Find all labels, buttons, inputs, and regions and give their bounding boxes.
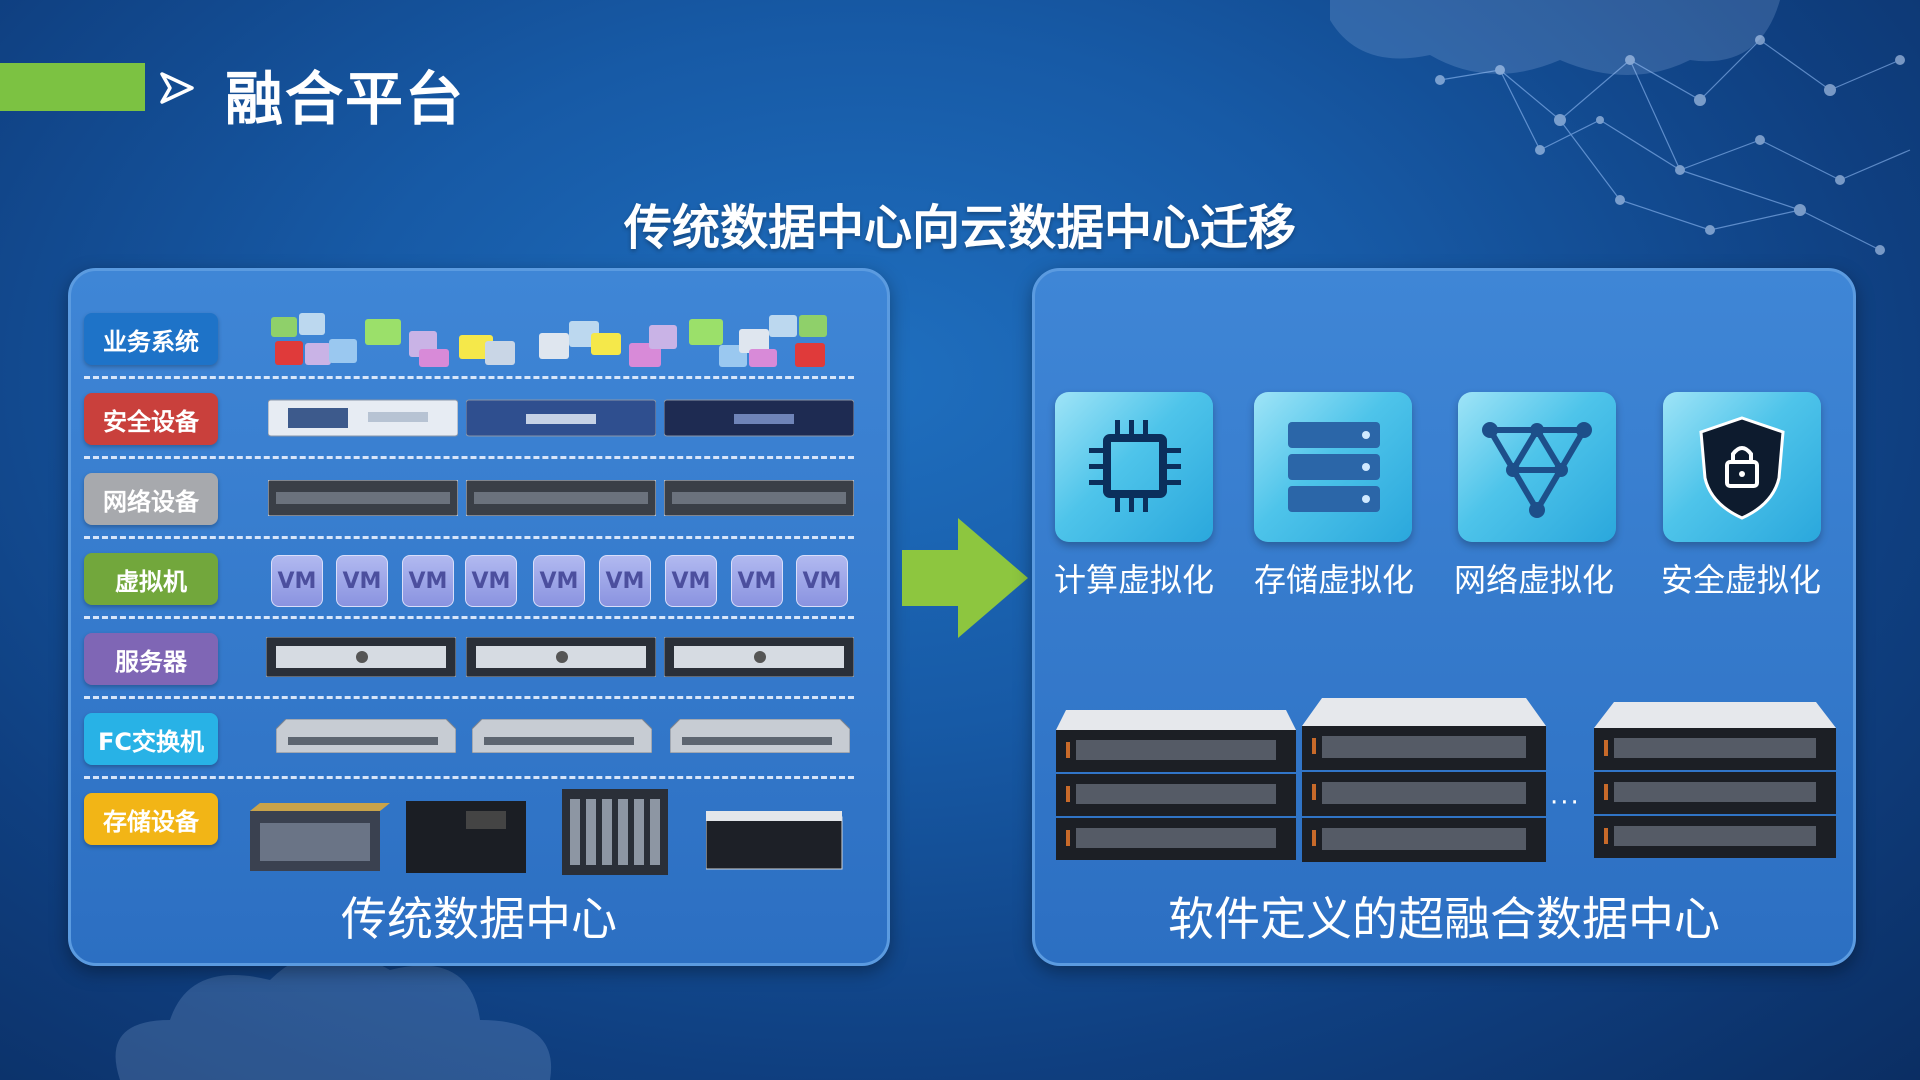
storage-array <box>250 803 390 871</box>
row-storage-devices: 存储设备 <box>84 783 854 893</box>
row-servers: 服务器 <box>84 623 854 693</box>
security-appliance <box>664 399 854 437</box>
security-virtualization-tile <box>1663 392 1821 542</box>
row-label-fc-switch: FC交换机 <box>84 713 218 765</box>
compute-virtualization-label: 计算虚拟化 <box>1053 561 1214 599</box>
row-divider <box>84 376 854 379</box>
row-network-devices: 网络设备 <box>84 463 854 533</box>
decorative-network-graphic <box>1435 35 1911 255</box>
row-security-devices: 安全设备 <box>84 383 854 453</box>
row-business-systems: 业务系统 <box>84 303 854 373</box>
row-divider <box>84 776 854 779</box>
shield-lock-icon <box>1699 416 1785 520</box>
storage-virtualization-label: 存储虚拟化 <box>1253 561 1414 599</box>
row-label-security-devices: 安全设备 <box>84 393 218 445</box>
page-title: 融合平台 <box>225 65 466 133</box>
title-accent-bar <box>0 63 145 111</box>
decorative-cloud <box>115 952 552 1080</box>
vm-tile: VM <box>731 555 783 607</box>
security-appliance <box>268 399 458 437</box>
traditional-datacenter-caption: 传统数据中心 <box>341 892 617 946</box>
row-label-virtual-machines: 虚拟机 <box>84 553 218 605</box>
network-switch <box>664 480 854 516</box>
vm-tile: VM <box>465 555 517 607</box>
row-divider <box>84 616 854 619</box>
rack-server <box>466 637 656 677</box>
vm-tile: VM <box>336 555 388 607</box>
storage-array <box>406 801 526 873</box>
vm-tile: VM <box>665 555 717 607</box>
row-divider <box>84 456 854 459</box>
fc-switch <box>276 719 456 753</box>
vm-tile: VM <box>271 555 323 607</box>
hci-server-stack <box>1594 702 1836 858</box>
migration-arrow-icon <box>902 518 1028 638</box>
network-triangle-icon <box>1482 422 1592 518</box>
storage-icon <box>1288 422 1380 512</box>
row-label-business-systems: 业务系统 <box>84 313 218 365</box>
row-divider <box>84 696 854 699</box>
blade-enclosure <box>562 789 668 875</box>
security-appliance <box>466 399 656 437</box>
chevron-right-icon <box>160 72 194 104</box>
row-divider <box>84 536 854 539</box>
compute-virtualization-tile <box>1055 392 1213 542</box>
row-fc-switch: FC交换机 <box>84 703 854 773</box>
cpu-icon <box>1089 420 1181 512</box>
hci-server-stack <box>1056 710 1296 860</box>
row-label-storage-devices: 存储设备 <box>84 793 218 845</box>
vm-tile: VM <box>402 555 454 607</box>
vm-tile: VM <box>533 555 585 607</box>
network-virtualization-label: 网络虚拟化 <box>1453 561 1614 599</box>
vm-tile: VM <box>796 555 848 607</box>
network-switch <box>268 480 458 516</box>
rack-server <box>664 637 854 677</box>
storage-array <box>706 811 843 870</box>
row-label-servers: 服务器 <box>84 633 218 685</box>
slide-subtitle: 传统数据中心向云数据中心迁移 <box>623 200 1296 256</box>
hci-server-stack <box>1302 698 1546 862</box>
decorative-cloud <box>1330 0 1780 75</box>
network-virtualization-tile <box>1458 392 1616 542</box>
business-app-icons <box>271 313 827 367</box>
security-virtualization-label: 安全虚拟化 <box>1660 561 1821 599</box>
row-label-network-devices: 网络设备 <box>84 473 218 525</box>
storage-virtualization-tile <box>1254 392 1412 542</box>
fc-switch <box>670 719 850 753</box>
row-virtual-machines: 虚拟机 VM VM VM VM VM VM VM VM VM <box>84 543 854 613</box>
more-servers-ellipsis: ··· <box>1550 788 1581 818</box>
vm-tile: VM <box>599 555 651 607</box>
hyperconverged-datacenter-caption: 软件定义的超融合数据中心 <box>1168 892 1720 946</box>
rack-server <box>266 637 456 677</box>
network-switch <box>466 480 656 516</box>
fc-switch <box>472 719 652 753</box>
